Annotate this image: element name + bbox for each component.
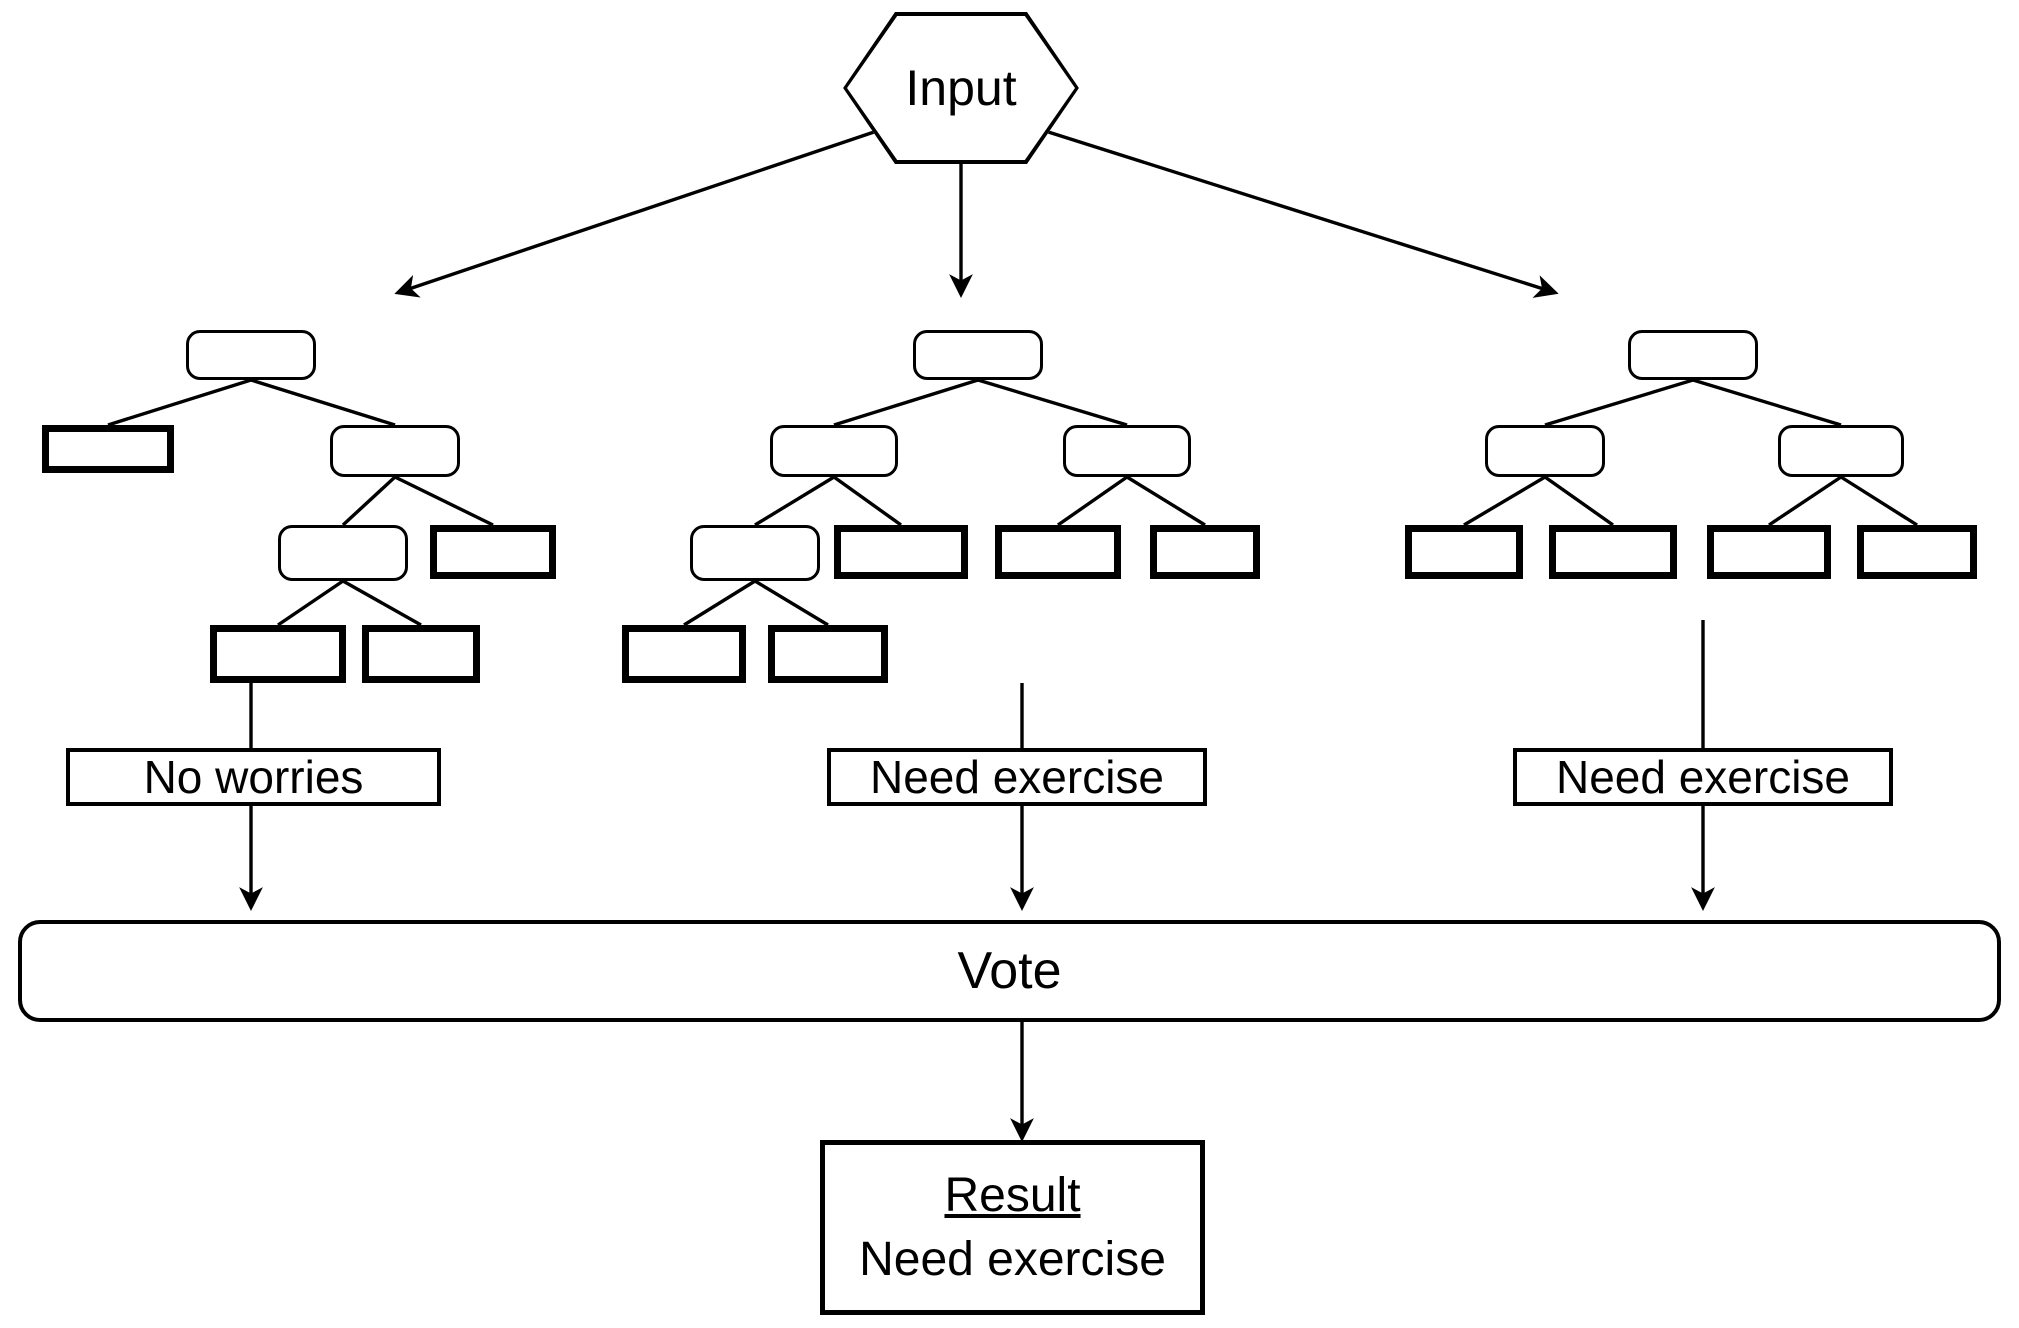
- tree-2-edge: [683, 579, 756, 627]
- tree-1-node-leaf[interactable]: [210, 625, 346, 683]
- tree-1-node-leaf[interactable]: [430, 525, 556, 579]
- tree-1-edge: [277, 579, 344, 627]
- tree-verdict-1-label: No worries: [143, 751, 364, 803]
- tree-1-node-internal[interactable]: [330, 425, 460, 477]
- tree-2-node-leaf[interactable]: [995, 525, 1121, 579]
- tree-verdict-3-label: Need exercise: [1555, 751, 1851, 803]
- tree-1-node-leaf[interactable]: [362, 625, 480, 683]
- tree-1-edge: [107, 378, 252, 427]
- tree-verdict-2-label: Need exercise: [869, 751, 1165, 803]
- tree-2-node-internal[interactable]: [690, 525, 820, 581]
- tree-3-edge: [1544, 475, 1614, 527]
- input-node[interactable]: Input: [843, 12, 1079, 164]
- tree-verdict-3[interactable]: Need exercise: [1513, 748, 1893, 806]
- tree-3-edge: [1463, 475, 1546, 527]
- tree-2-edge: [833, 378, 979, 427]
- arrow-input-to-tree1: [394, 128, 881, 298]
- tree-2-edge: [1057, 475, 1128, 527]
- tree-3-node-leaf[interactable]: [1857, 525, 1977, 579]
- input-node-label: Input: [905, 60, 1017, 116]
- tree-2-node-leaf[interactable]: [834, 525, 968, 579]
- tree-2-node-internal[interactable]: [1063, 425, 1191, 477]
- arrow-input-to-tree3: [1041, 128, 1559, 298]
- result-value: Need exercise: [859, 1232, 1166, 1286]
- tree-2-edge: [754, 475, 835, 527]
- vote-node-label: Vote: [957, 942, 1062, 1000]
- result-node[interactable]: Result Need exercise: [820, 1140, 1205, 1315]
- hexagon-fill: [847, 16, 1075, 160]
- tree-3-node-internal[interactable]: [1628, 330, 1758, 380]
- tree-3-node-leaf[interactable]: [1707, 525, 1831, 579]
- vote-node[interactable]: Vote: [18, 920, 2001, 1022]
- tree-1-edge: [341, 475, 397, 527]
- tree-1-node-internal[interactable]: [186, 330, 316, 380]
- tree-2-node-leaf[interactable]: [1150, 525, 1260, 579]
- tree-3-edge: [1768, 475, 1842, 527]
- tree-verdict-1[interactable]: No worries: [66, 748, 441, 806]
- tree-3-node-leaf[interactable]: [1405, 525, 1523, 579]
- tree-1-node-leaf[interactable]: [42, 425, 174, 473]
- tree-1-edge: [394, 475, 494, 527]
- tree-2-edge: [1126, 475, 1206, 527]
- tree-3-edge: [1692, 378, 1842, 427]
- tree-3-edge: [1544, 378, 1694, 427]
- tree-1-edge: [250, 378, 396, 427]
- tree-3-node-internal[interactable]: [1485, 425, 1605, 477]
- tree-2-edge: [754, 579, 829, 627]
- tree-2-edge: [977, 378, 1128, 427]
- tree-1-edge: [342, 579, 422, 627]
- tree-3-edge: [1840, 475, 1918, 527]
- result-title: Result: [944, 1169, 1081, 1223]
- tree-2-node-leaf[interactable]: [768, 625, 888, 683]
- tree-1-node-internal[interactable]: [278, 525, 408, 581]
- tree-2-node-leaf[interactable]: [622, 625, 746, 683]
- tree-verdict-2[interactable]: Need exercise: [827, 748, 1207, 806]
- tree-3-node-internal[interactable]: [1778, 425, 1904, 477]
- tree-2-edge: [833, 475, 902, 527]
- tree-2-node-internal[interactable]: [770, 425, 898, 477]
- tree-3-node-leaf[interactable]: [1549, 525, 1677, 579]
- tree-2-node-internal[interactable]: [913, 330, 1043, 380]
